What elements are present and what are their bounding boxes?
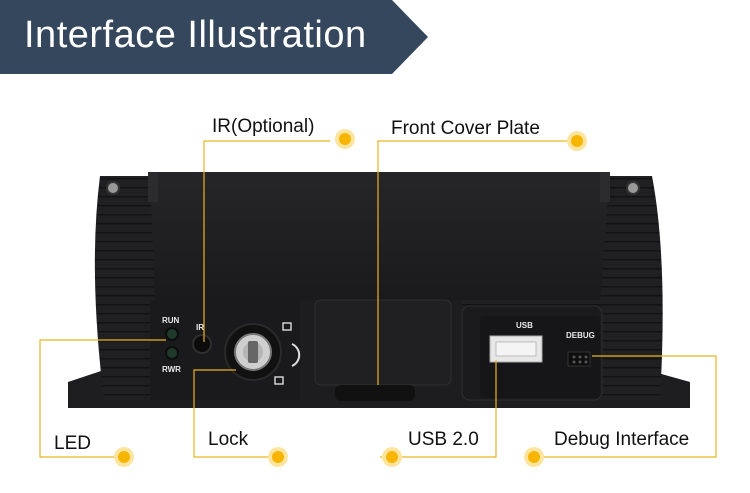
device-label-debug: DEBUG bbox=[566, 331, 595, 340]
device-label-rwr: RWR bbox=[162, 365, 181, 374]
unlock-icon bbox=[282, 322, 292, 331]
device-label-run: RUN bbox=[162, 316, 180, 325]
callout-dot-icon bbox=[114, 447, 134, 467]
lock-icon bbox=[274, 376, 284, 385]
title-banner: Interface Illustration bbox=[0, 0, 430, 74]
device-label-ir: IR bbox=[196, 323, 204, 332]
callout-dot-icon bbox=[524, 447, 544, 467]
callout-usb: USB 2.0 bbox=[408, 429, 479, 450]
callout-debug-interface: Debug Interface bbox=[554, 429, 690, 450]
rwr-led-icon bbox=[165, 346, 179, 360]
screw-icon bbox=[106, 181, 120, 195]
callout-lock: Lock bbox=[208, 429, 249, 450]
callout-dot-icon bbox=[268, 447, 288, 467]
callout-front-cover-plate: Front Cover Plate bbox=[391, 118, 540, 139]
front-cover-plate bbox=[150, 172, 610, 300]
callout-dot-icon bbox=[567, 131, 587, 151]
banner-shape bbox=[0, 0, 428, 74]
run-led-icon bbox=[165, 327, 179, 341]
rotate-arrow-icon bbox=[291, 343, 301, 367]
callout-dot-icon bbox=[335, 129, 355, 149]
device-label-usb: USB bbox=[516, 321, 533, 330]
banner-title: Interface Illustration bbox=[24, 14, 367, 56]
ir-receiver-icon bbox=[192, 334, 212, 354]
callout-ir: IR(Optional) bbox=[212, 116, 315, 137]
screw-icon bbox=[626, 181, 640, 195]
callout-led: LED bbox=[54, 433, 91, 454]
callout-dot-icon bbox=[382, 447, 402, 467]
